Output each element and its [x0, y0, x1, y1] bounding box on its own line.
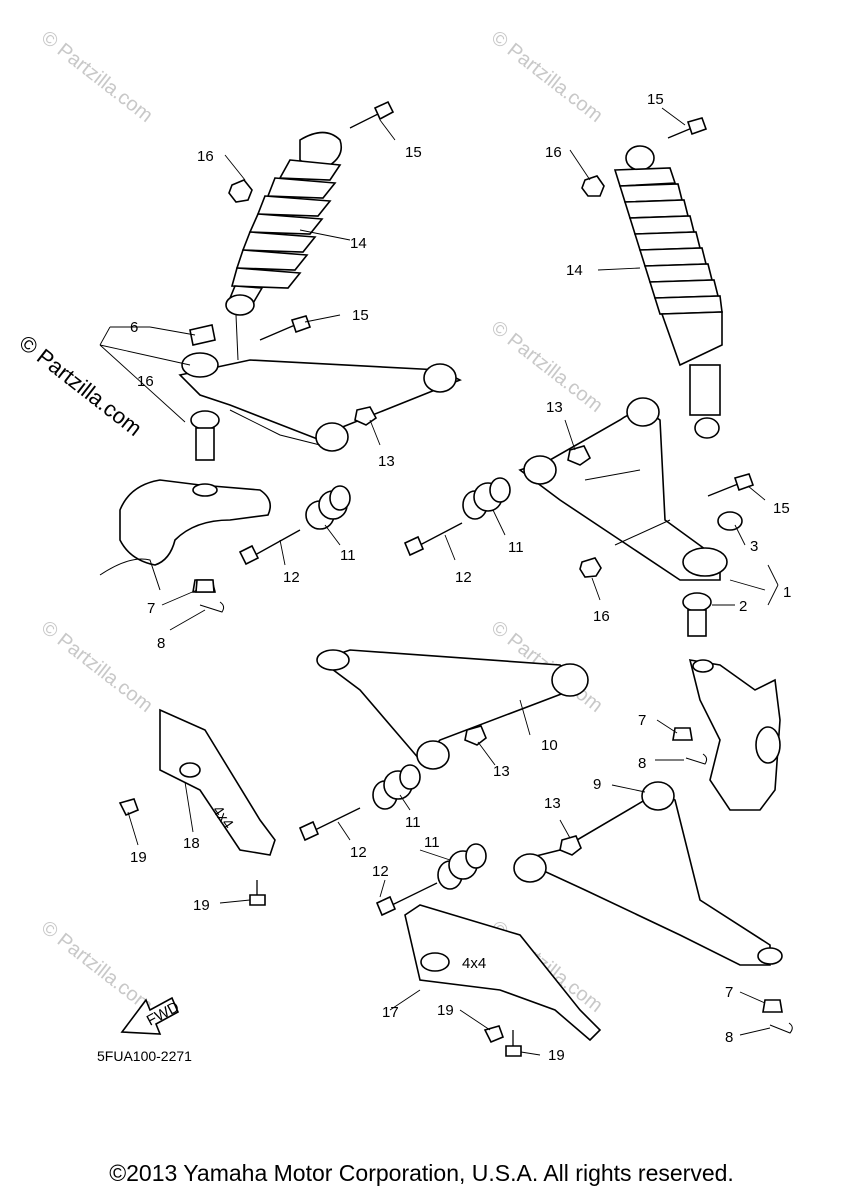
callout-label: 12 — [283, 569, 300, 586]
bolt-19-a — [118, 798, 140, 817]
bolt-15-c — [667, 117, 708, 139]
callout-label: 15 — [773, 500, 790, 517]
callout-label: 16 — [137, 373, 154, 390]
shock-absorber-right — [613, 145, 723, 439]
callout-label: 13 — [544, 795, 561, 812]
callout-label: 13 — [493, 763, 510, 780]
callout-label: 19 — [193, 897, 210, 914]
cotter-pin-8-a — [199, 601, 225, 613]
knuckle-right — [688, 659, 781, 811]
diagram-code: 5FUA100-2271 — [97, 1048, 192, 1064]
ball-joint-2 — [682, 592, 712, 637]
bolt-12-b — [403, 522, 463, 557]
watermark: © Partzilla.com — [487, 27, 607, 127]
callout-label: 19 — [548, 1047, 565, 1064]
callout-label: 7 — [725, 984, 733, 1001]
callout-label: 10 — [541, 737, 558, 754]
callout-label: 1 — [783, 584, 791, 601]
bolt-19-b — [249, 880, 266, 906]
callout-labels: 16 15 14 15 6 16 13 11 12 7 8 15 16 14 1… — [130, 91, 791, 1064]
callout-label: 8 — [638, 755, 646, 772]
watermark: © Partzilla.com — [37, 617, 157, 717]
callout-label: 18 — [183, 835, 200, 852]
bolt-19-d — [505, 1030, 522, 1057]
callout-label: 3 — [750, 538, 758, 555]
bolt-15-d — [707, 473, 755, 497]
nut-13-d — [559, 835, 582, 856]
nut-7-b — [672, 727, 693, 741]
callout-label: 12 — [372, 863, 389, 880]
copyright-notice: ©2013 Yamaha Motor Corporation, U.S.A. A… — [109, 1160, 734, 1186]
nut-16-c — [579, 557, 602, 578]
nut-16-a — [228, 179, 253, 203]
nut-13-c — [464, 725, 487, 746]
watermark: © Partzilla.com — [37, 917, 157, 1017]
callout-label: 16 — [593, 608, 610, 625]
callout-label: 12 — [455, 569, 472, 586]
bolt-12-c — [298, 807, 361, 842]
callout-label: 19 — [437, 1002, 454, 1019]
nut-16-b — [581, 175, 605, 197]
callout-label: 13 — [546, 399, 563, 416]
bushing-11-c — [372, 764, 421, 810]
bolt-12-d — [375, 882, 438, 917]
watermark: © Partzilla.com — [37, 27, 157, 127]
callout-label: 11 — [340, 547, 356, 564]
callout-label: 14 — [566, 262, 583, 279]
nut-7-a — [195, 579, 215, 593]
callout-label: 7 — [147, 600, 155, 617]
bolt-15-b — [259, 315, 312, 341]
skid-guard-17: 4x4 — [404, 904, 602, 1042]
skid-guard-18: 4x4 — [159, 708, 276, 856]
callout-label: 15 — [405, 144, 422, 161]
decal-4x4-text-b: 4x4 — [462, 955, 486, 972]
bushing-11-b — [462, 477, 511, 520]
callout-label: 16 — [545, 144, 562, 161]
callout-label: 9 — [593, 776, 601, 793]
callout-label: 8 — [725, 1029, 733, 1046]
bolt-15-a — [349, 100, 395, 129]
callout-label: 15 — [647, 91, 664, 108]
callout-label: 13 — [378, 453, 395, 470]
lower-arm-9 — [513, 781, 783, 966]
callout-label: 11 — [508, 539, 524, 556]
callout-label: 2 — [739, 598, 747, 615]
callout-label: 6 — [130, 319, 138, 336]
callout-label: 17 — [382, 1004, 399, 1021]
callout-label: 12 — [350, 844, 367, 861]
callout-label: 14 — [350, 235, 367, 252]
leader-lines — [99, 107, 779, 1056]
nut-13-b — [567, 445, 592, 466]
callout-label: 19 — [130, 849, 147, 866]
shock-absorber-left — [225, 131, 343, 361]
bushing-11-a — [305, 485, 351, 530]
callout-label: 11 — [405, 814, 421, 831]
upper-arm-left — [178, 324, 462, 452]
circlip-3 — [717, 511, 743, 531]
cotter-pin-8-b — [685, 753, 708, 765]
bushing-11-d — [437, 843, 487, 890]
callout-label: 11 — [424, 834, 440, 851]
callout-label: 8 — [157, 635, 165, 652]
callout-label: 16 — [197, 148, 214, 165]
callout-label: 15 — [352, 307, 369, 324]
nut-7-c — [762, 999, 783, 1013]
callout-label: 7 — [638, 712, 646, 729]
upper-arm-10 — [316, 649, 589, 770]
cotter-pin-8-c — [769, 1022, 793, 1034]
bolt-12-a — [238, 529, 301, 566]
